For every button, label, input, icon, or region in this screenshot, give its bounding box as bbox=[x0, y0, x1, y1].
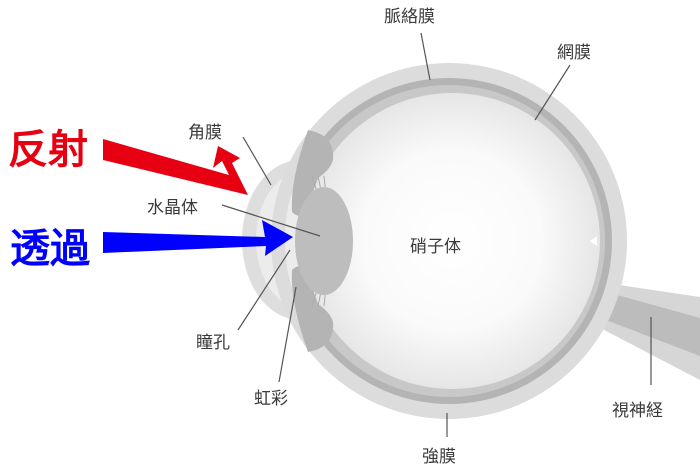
label-reflection: 反射 bbox=[8, 127, 88, 173]
label-vitreous: 硝子体 bbox=[410, 237, 461, 257]
iris-lower bbox=[291, 266, 334, 352]
label-pupil: 瞳孔 bbox=[196, 333, 230, 353]
label-sclera: 強膜 bbox=[422, 447, 456, 467]
label-iris: 虹彩 bbox=[254, 389, 288, 409]
label-transmission: 透過 bbox=[10, 226, 91, 272]
label-optic-nerve: 視神経 bbox=[612, 401, 663, 421]
lens bbox=[295, 187, 353, 295]
reflection-arrow bbox=[103, 139, 248, 195]
vitreous-body bbox=[304, 93, 600, 389]
label-lens: 水晶体 bbox=[147, 198, 198, 218]
label-choroid: 脈絡膜 bbox=[384, 7, 435, 27]
transmission-arrow bbox=[103, 220, 293, 256]
label-retina: 網膜 bbox=[557, 43, 591, 63]
iris-upper bbox=[291, 130, 334, 216]
leader-lines bbox=[221, 32, 652, 437]
optic-disc-notch bbox=[590, 236, 597, 246]
label-cornea: 角膜 bbox=[188, 123, 222, 143]
